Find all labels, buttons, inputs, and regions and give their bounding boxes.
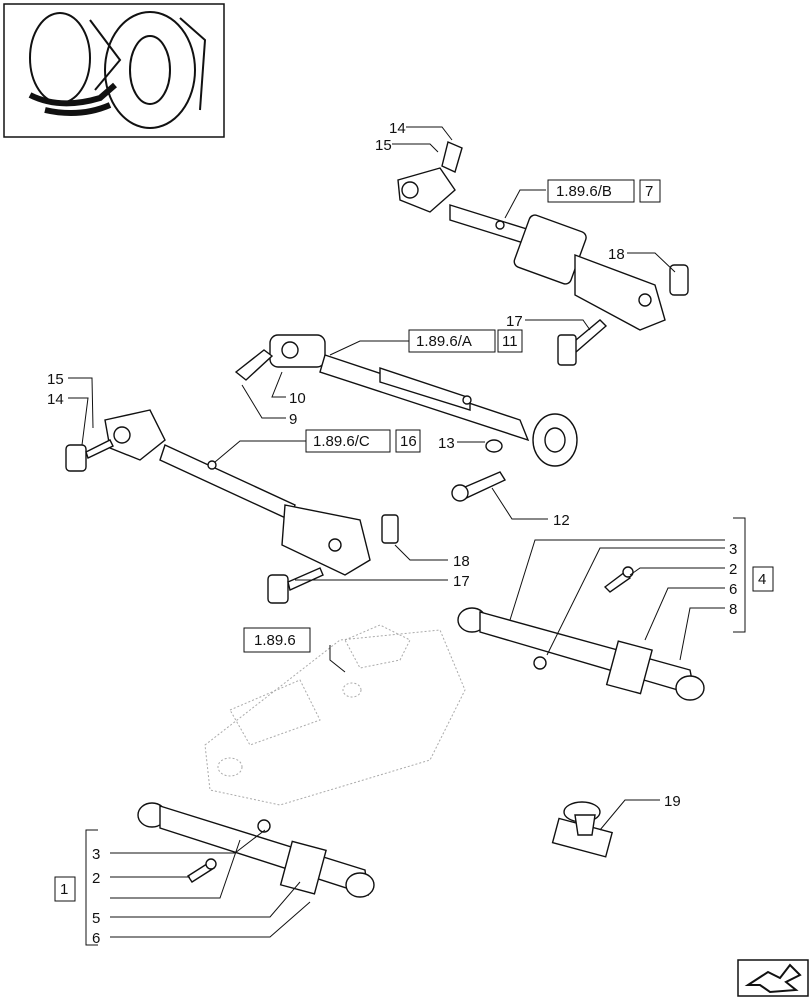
group-qty-right: 4 [758, 571, 766, 588]
bolt-2-right [603, 566, 634, 593]
next-page-arrow-button[interactable] [737, 959, 809, 997]
callout-10: 10 [289, 390, 306, 407]
callout-9: 9 [289, 411, 297, 428]
pin-14-left [65, 439, 114, 472]
lower-link-left [137, 802, 375, 898]
top-link-upper [397, 141, 666, 331]
callout-18-left: 18 [453, 553, 470, 570]
stabilizer-19 [551, 801, 614, 858]
callout-8: 8 [729, 601, 737, 618]
lower-link-right [457, 607, 705, 701]
pin-17-upper [557, 319, 608, 366]
group-qty-left: 1 [60, 881, 68, 898]
clip-18-left [381, 514, 399, 544]
leader-lines [68, 126, 746, 946]
pin-17-left [267, 567, 324, 604]
ref-label-base: 1.89.6 [254, 632, 296, 649]
ref-qty-c: 16 [400, 433, 417, 450]
callout-14-upper: 14 [389, 120, 406, 137]
tractor-thumbnail [3, 3, 225, 138]
callout-14-left: 14 [47, 391, 64, 408]
clip-18-upper [669, 264, 689, 296]
callout-17-left: 17 [453, 573, 470, 590]
top-link-left [104, 409, 371, 576]
callout-6-right: 6 [729, 581, 737, 598]
callout-6-left: 6 [92, 930, 100, 947]
bolt-2-left [187, 858, 217, 883]
ref-label-c: 1.89.6/C [313, 433, 370, 450]
ref-box-a[interactable]: 1.89.6/A 11 [408, 329, 523, 353]
callout-2-right: 2 [729, 561, 737, 578]
callout-13: 13 [438, 435, 455, 452]
housing-outline [204, 624, 466, 806]
ref-box-b[interactable]: 1.89.6/B 7 [547, 179, 661, 203]
callout-15-upper: 15 [375, 137, 392, 154]
ref-box-base[interactable]: 1.89.6 [243, 627, 311, 653]
pin-12 [451, 471, 507, 502]
group-box-right[interactable]: 4 [752, 566, 774, 592]
callout-12: 12 [553, 512, 570, 529]
callout-3-left: 3 [92, 846, 100, 863]
callout-5: 5 [92, 910, 100, 927]
group-box-left[interactable]: 1 [54, 876, 76, 902]
callout-2-left: 2 [92, 870, 100, 887]
ref-label-a: 1.89.6/A [416, 333, 472, 350]
callout-3-right: 3 [729, 541, 737, 558]
ring-13 [485, 439, 503, 453]
ref-label-b: 1.89.6/B [556, 183, 612, 200]
ref-box-c[interactable]: 1.89.6/C 16 [305, 429, 421, 453]
top-link-middle [234, 334, 578, 467]
arrow-icon [744, 963, 802, 994]
ref-qty-b: 7 [645, 183, 653, 200]
callout-19: 19 [664, 793, 681, 810]
callout-15-left: 15 [47, 371, 64, 388]
callout-18-upper: 18 [608, 246, 625, 263]
ref-qty-a: 11 [502, 333, 518, 350]
callout-17-upper: 17 [506, 313, 523, 330]
